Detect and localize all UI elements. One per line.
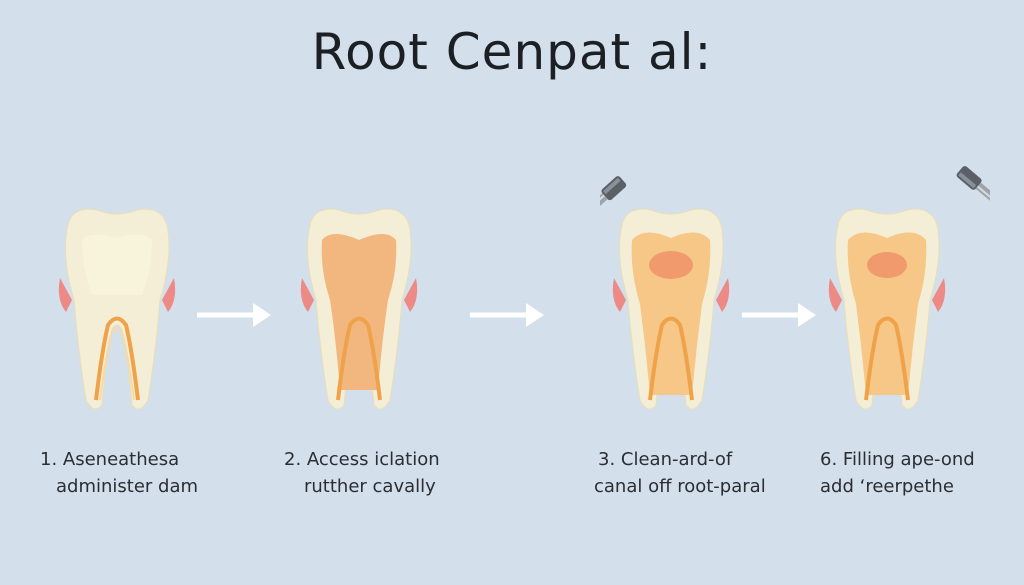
dental-file-icon — [890, 160, 1022, 249]
step-label-3: 3. Clean-ard-of canal off root-paral — [594, 446, 766, 500]
arrow-right-icon — [468, 300, 548, 330]
arrow-right-icon — [740, 300, 820, 330]
step-label-line-2: add ʻreerpethe — [820, 476, 954, 497]
step-label-1: 1. Aseneathesa administer dam — [40, 446, 198, 500]
step-label-2: 2. Access iclation rutther cavally — [284, 446, 440, 500]
step-label-line-1: 2. Access iclation — [284, 449, 440, 470]
arrow-right-icon — [195, 300, 275, 330]
step-label-line-2: rutther cavally — [304, 476, 436, 497]
step-label-line-2: administer dam — [56, 476, 199, 497]
tooth-step-3 — [606, 200, 736, 420]
tooth-step-2 — [294, 200, 424, 420]
tooth-step-4 — [822, 200, 952, 420]
diagram-title: Root Cenpat al: — [311, 23, 713, 81]
step-label-line-1: 6. Filling ape-ond — [820, 449, 975, 470]
tooth-step-1 — [52, 200, 182, 420]
dental-file-icon — [564, 172, 690, 261]
step-label-line-1: 3. Clean-ard-of — [598, 449, 733, 470]
step-label-line-1: 1. Aseneathesa — [40, 449, 180, 470]
step-label-line-2: canal off root-paral — [594, 476, 766, 497]
step-label-4: 6. Filling ape-ond add ʻreerpethe — [820, 446, 975, 500]
